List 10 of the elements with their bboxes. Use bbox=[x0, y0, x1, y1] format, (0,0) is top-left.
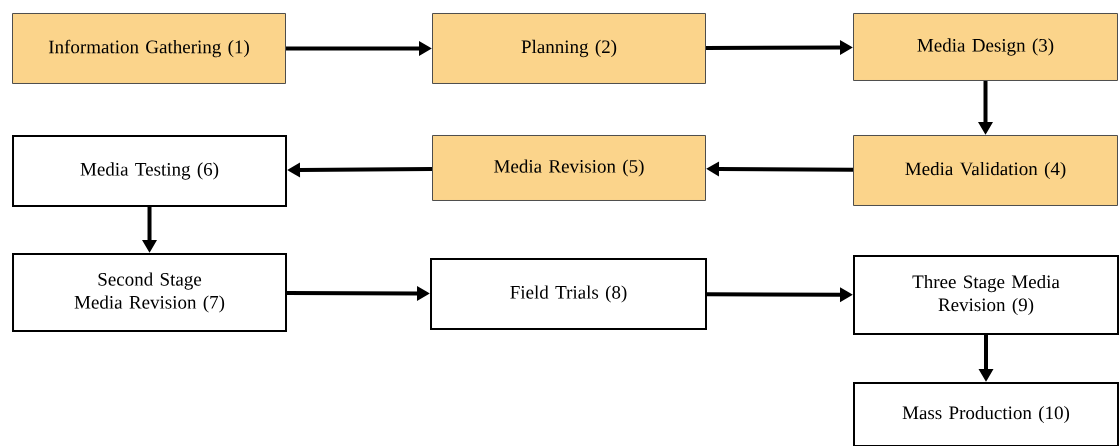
process-box: Three Stage Media Revision (9) bbox=[853, 255, 1119, 335]
process-box: Media Testing (6) bbox=[12, 135, 287, 207]
process-box: Media Revision (5) bbox=[432, 135, 706, 201]
process-box: Media Design (3) bbox=[853, 13, 1118, 81]
process-box: Information Gathering (1) bbox=[12, 13, 286, 84]
process-box: Second Stage Media Revision (7) bbox=[12, 253, 287, 332]
process-box: Mass Production (10) bbox=[853, 382, 1119, 446]
process-box: Planning (2) bbox=[432, 13, 706, 84]
process-box: Media Validation (4) bbox=[853, 135, 1118, 206]
process-box: Field Trials (8) bbox=[430, 258, 707, 330]
